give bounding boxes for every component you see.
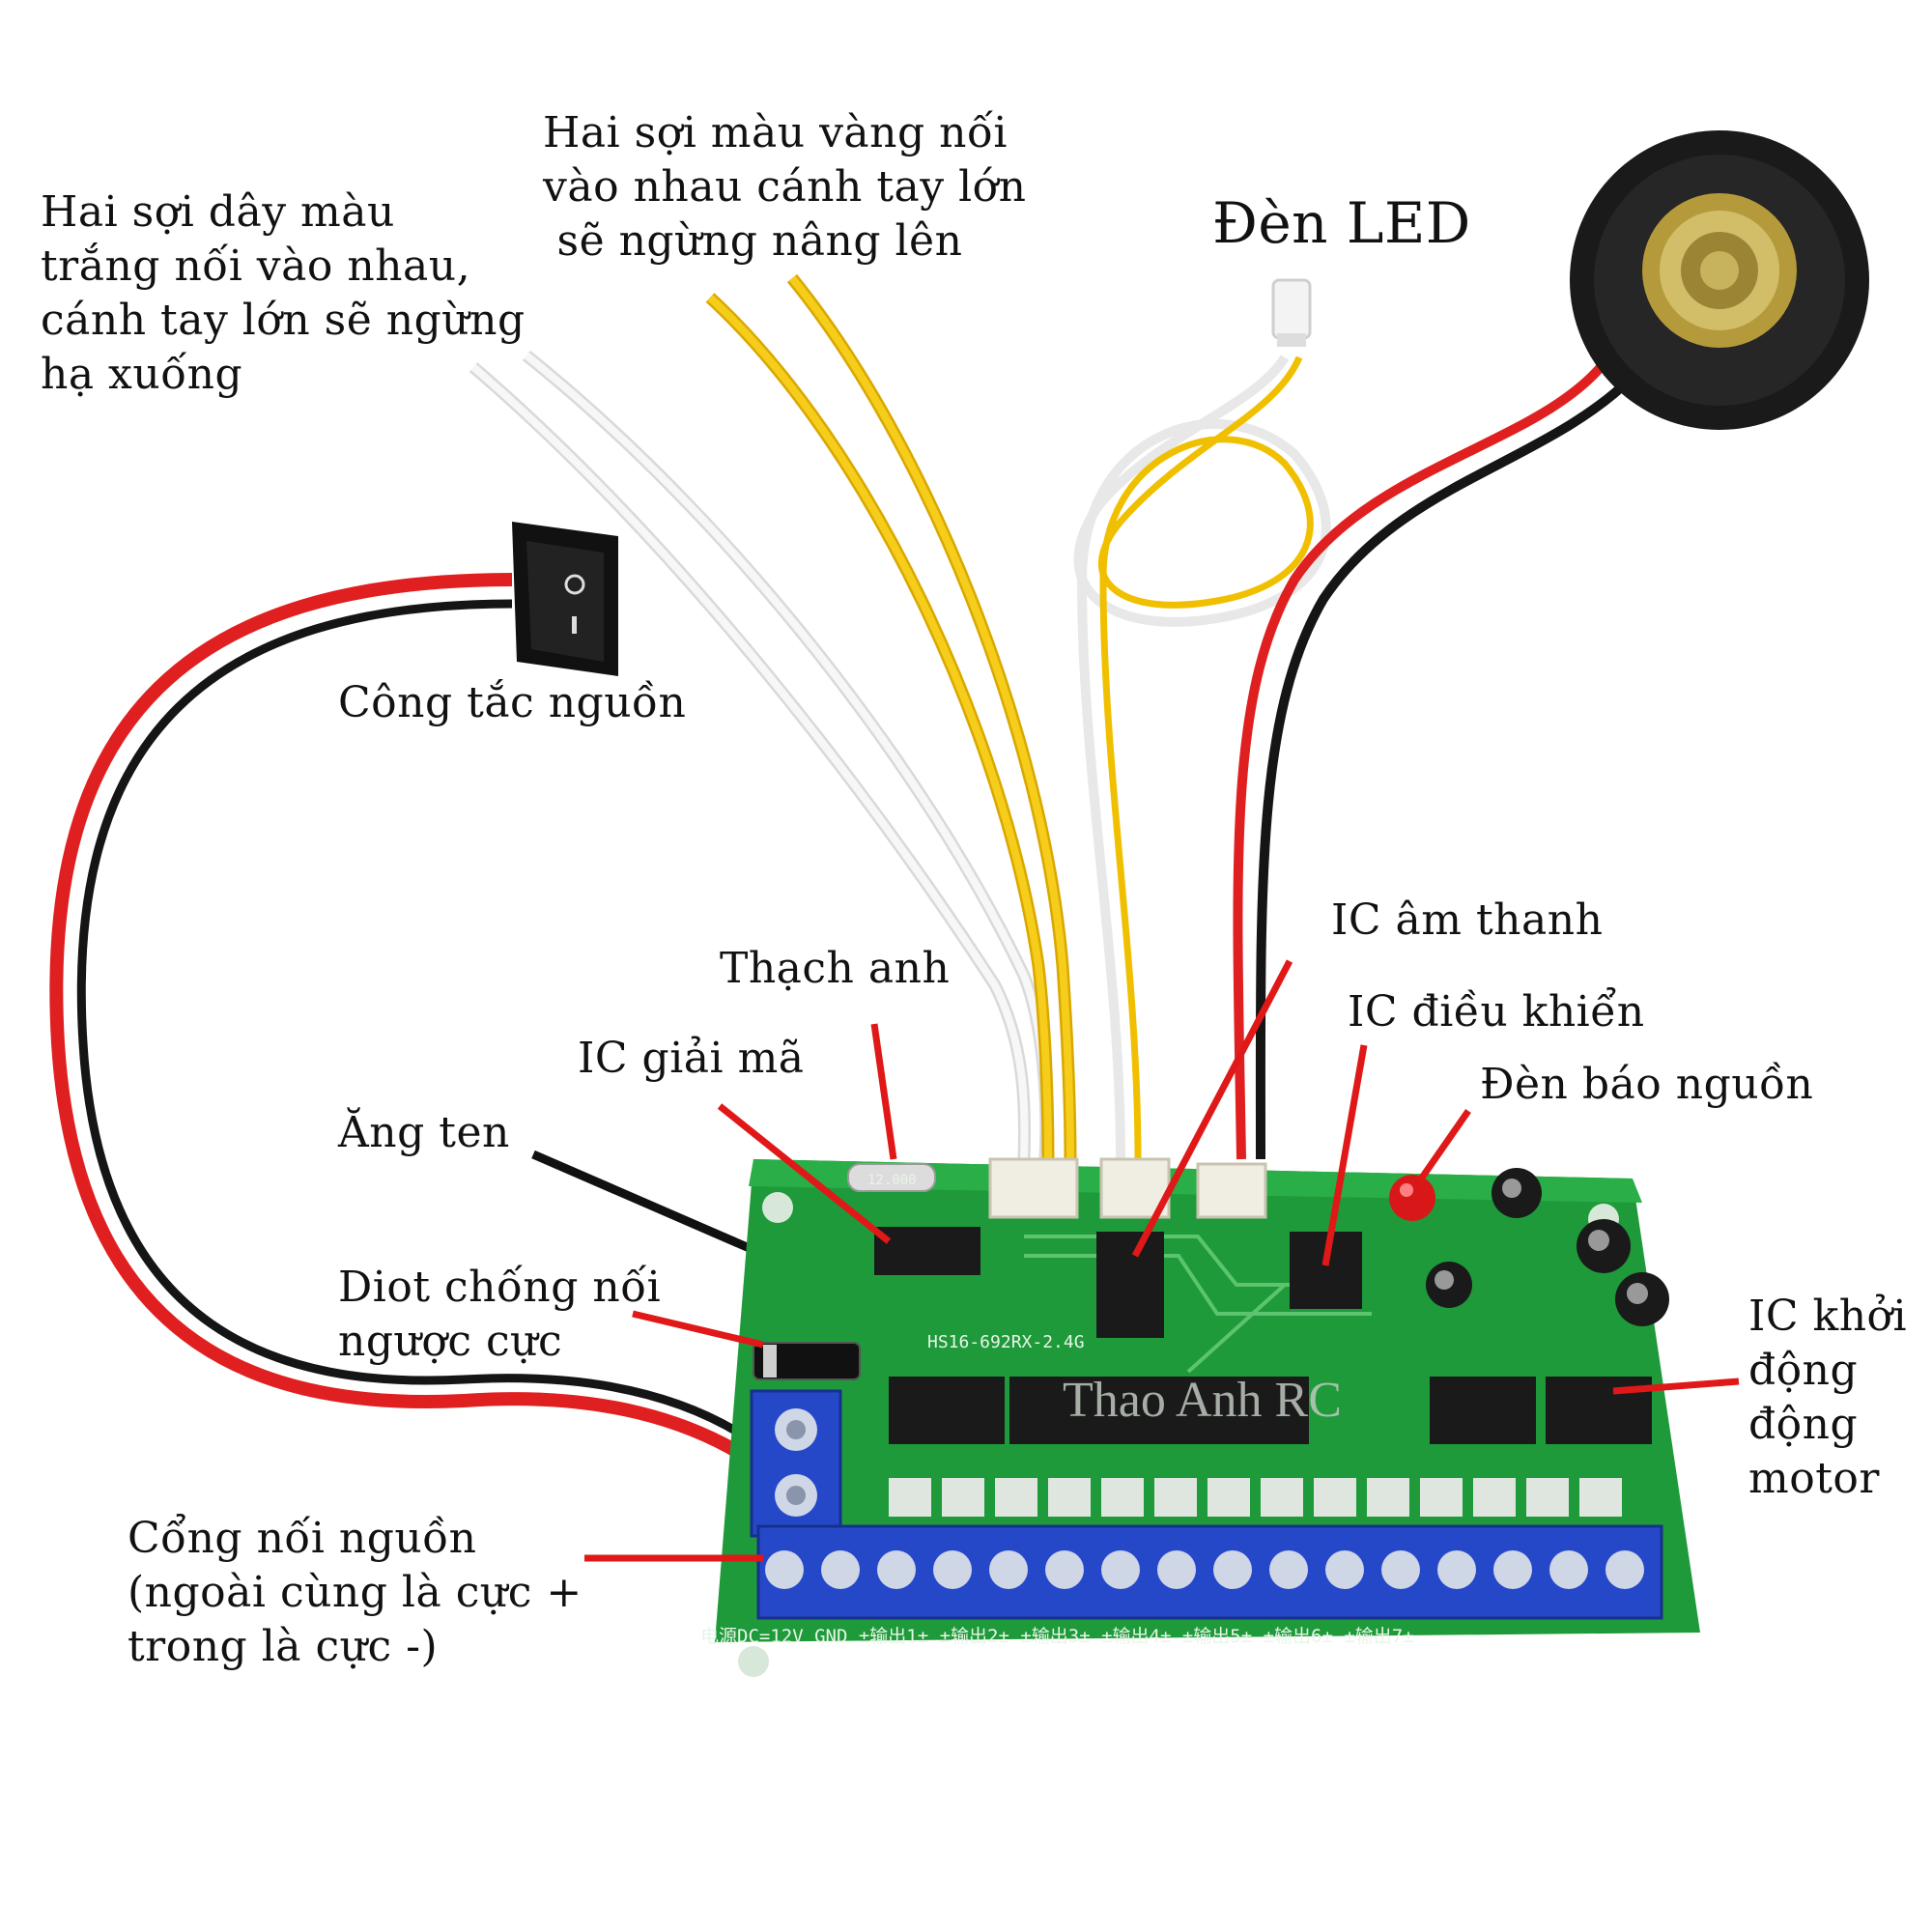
label-line: Hai sợi dây màu	[41, 187, 395, 237]
label-power-port: Cổng nối nguồn (ngoài cùng là cực + tron…	[128, 1512, 582, 1674]
label-line: trắng nối vào nhau,	[41, 242, 471, 291]
resistor-row	[889, 1478, 1622, 1517]
led-wire-yellow	[1097, 355, 1314, 1160]
watermark: Thao Anh RC	[1063, 1373, 1342, 1428]
speaker	[1570, 130, 1869, 430]
leader-lines	[584, 959, 1740, 1562]
label-line: hạ xuống	[41, 350, 243, 399]
label-line: (ngoài cùng là cực +	[128, 1568, 582, 1617]
label-line: Cổng nối nguồn	[128, 1514, 477, 1563]
label-line: động	[1748, 1346, 1859, 1395]
switch-cable-red	[49, 573, 768, 1474]
board-model-text: HS16-692RX-2.4G	[927, 1332, 1085, 1352]
label-led: Đèn LED	[1212, 190, 1471, 256]
label-line: động	[1748, 1400, 1859, 1449]
label-decoder-ic: IC giải mã	[578, 1034, 805, 1083]
speaker-wire-black	[1255, 373, 1636, 1160]
terminal-strip-text: 电源DC=12V GND ±输出1± ±输出2± ±输出3± ±输出4± ±输出…	[700, 1626, 1414, 1647]
label-line: sẽ ngừng nâng lên	[543, 216, 963, 266]
label-line: Diot chống nối	[338, 1263, 662, 1312]
label-power-switch: Công tắc nguồn	[338, 678, 687, 727]
label-diode: Diot chống nối ngược cực	[338, 1261, 661, 1369]
label-antenna: Ăng ten	[338, 1108, 510, 1157]
led-wire-white	[1073, 355, 1331, 1160]
label-motor-ic: IC khởi động động motor	[1748, 1290, 1907, 1506]
led-bulb	[1271, 278, 1312, 347]
label-line: cánh tay lớn sẽ ngừng	[41, 296, 526, 345]
label-sound-ic: IC âm thanh	[1331, 895, 1604, 945]
label-line: IC khởi	[1748, 1292, 1908, 1341]
label-power-led: Đèn báo nguồn	[1480, 1060, 1814, 1109]
rocker-switch	[512, 522, 618, 676]
yellow-wire-2b	[788, 275, 1074, 1160]
label-line: trong là cực -)	[128, 1622, 439, 1671]
label-line: Hai sợi màu vàng nối	[543, 108, 1008, 157]
pcb: 12.000 HS16-692RX-2.4G	[700, 1157, 1700, 1677]
yellow-wire-2	[786, 273, 1077, 1160]
label-crystal: Thạch anh	[720, 944, 951, 993]
white-wire-1b	[470, 363, 1029, 1160]
switch-cable-black	[76, 599, 766, 1453]
label-line: ngược cực	[338, 1317, 563, 1366]
yellow-wire-1b	[707, 295, 1052, 1160]
label-yellow-wires: Hai sợi màu vàng nối vào nhau cánh tay l…	[543, 106, 1027, 269]
terminal-screws	[765, 1550, 1644, 1589]
label-line: vào nhau cánh tay lớn	[543, 162, 1027, 212]
speaker-wire-red	[1233, 355, 1613, 1160]
label-white-wires: Hai sợi dây màu trắng nối vào nhau, cánh…	[41, 185, 526, 402]
label-control-ic: IC điều khiển	[1348, 987, 1645, 1037]
label-line: motor	[1748, 1454, 1880, 1503]
crystal-marking: 12.000	[867, 1173, 917, 1188]
